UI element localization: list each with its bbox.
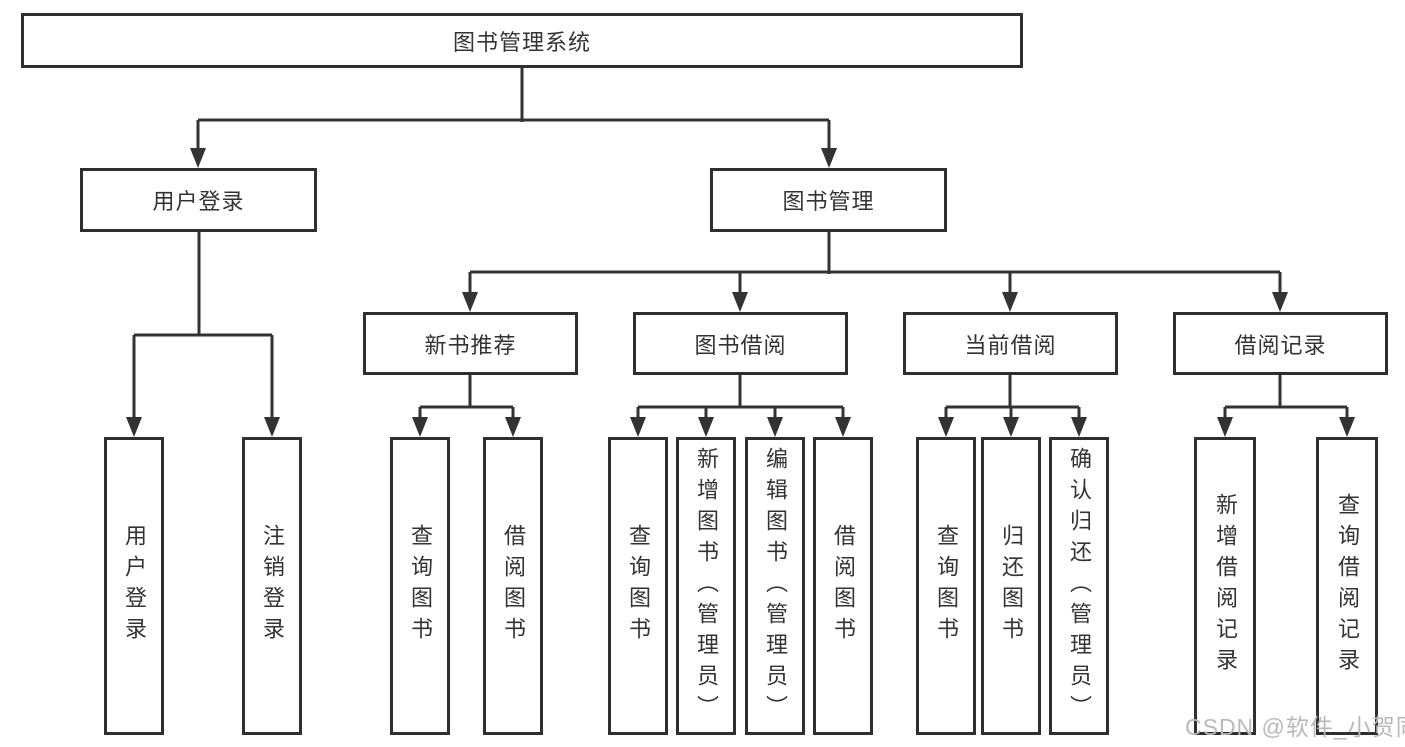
node-label: 查询图书 [626, 524, 651, 648]
node-add-books-admin: 新增图书（管理员） [676, 437, 736, 735]
node-label: 借阅图书 [501, 524, 526, 648]
node-confirm-return-admin: 确认归还（管理员） [1049, 437, 1109, 735]
node-label: 确认归还（管理员） [1067, 446, 1092, 726]
node-label: 查询图书 [934, 524, 959, 648]
node-label: 归还图书 [999, 524, 1024, 648]
node-label: 查询图书 [408, 524, 433, 648]
node-add-borrow-record: 新增借阅记录 [1194, 437, 1256, 735]
node-label: 编辑图书（管理员） [763, 446, 788, 726]
node-user-login: 用户登录 [80, 168, 317, 232]
node-label: 查询借阅记录 [1335, 493, 1360, 679]
node-return-books: 归还图书 [981, 437, 1041, 735]
node-query-books: 查询图书 [608, 437, 668, 735]
node-borrow-books: 借阅图书 [813, 437, 873, 735]
node-label: 用户登录 [122, 524, 147, 648]
arrowheads [126, 148, 1355, 437]
node-borrow-records: 借阅记录 [1173, 312, 1388, 375]
node-book-management: 图书管理 [710, 168, 947, 232]
node-new-book-recommend: 新书推荐 [363, 312, 578, 375]
node-user-login-leaf: 用户登录 [104, 437, 164, 735]
node-library-system: 图书管理系统 [21, 13, 1023, 68]
node-query-books: 查询图书 [916, 437, 976, 735]
node-logout: 注销登录 [242, 437, 302, 735]
node-borrow-books: 借阅图书 [483, 437, 543, 735]
node-current-borrowing: 当前借阅 [903, 312, 1118, 375]
node-edit-books-admin: 编辑图书（管理员） [745, 437, 805, 735]
node-label: 注销登录 [260, 524, 285, 648]
node-label: 借阅图书 [831, 524, 856, 648]
node-query-books: 查询图书 [390, 437, 450, 735]
csdn-watermark: CSDN @软件_小贺同学 [1185, 714, 1405, 740]
node-label: 新增图书（管理员） [694, 446, 719, 726]
node-book-borrowing: 图书借阅 [633, 312, 848, 375]
node-query-borrow-record: 查询借阅记录 [1316, 437, 1378, 735]
node-label: 新增借阅记录 [1213, 493, 1238, 679]
